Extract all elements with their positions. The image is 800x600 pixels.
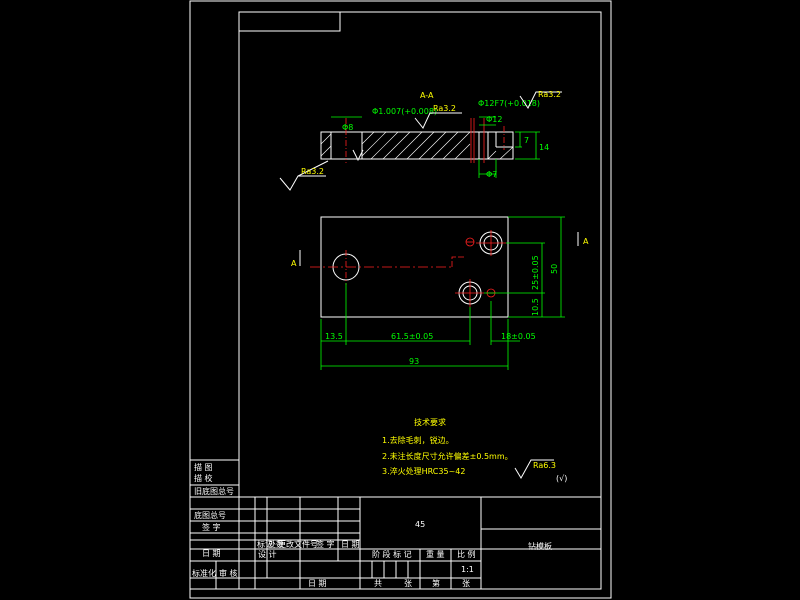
view-marker-right: A bbox=[583, 237, 589, 246]
dim-hole-mid: Φ12 bbox=[486, 115, 502, 124]
row-mark: 标记 bbox=[257, 539, 273, 549]
side-strip: 描 图 描 校 旧底图总号 bbox=[189, 459, 240, 498]
technical-notes: 技术要求 1.去除毛刺，锐边。 2.未注长度尺寸允许偏差±0.5mm。 3.淬火… bbox=[382, 417, 567, 483]
row-std: 标准化 bbox=[192, 568, 216, 578]
page-sheet-label: 张 bbox=[462, 579, 470, 588]
check-symbol: (√) bbox=[556, 474, 567, 483]
svg-text:Ra3.2: Ra3.2 bbox=[433, 104, 456, 113]
side-label-3: 旧底图总号 bbox=[194, 486, 234, 496]
row-count: 处数 bbox=[268, 539, 284, 549]
side-label-1: 描 图 bbox=[194, 462, 213, 472]
material: 45 bbox=[415, 520, 425, 529]
row-check: 审 核 bbox=[219, 568, 238, 578]
dim-bottom: Φ7 bbox=[486, 170, 497, 179]
section-hatching bbox=[320, 131, 514, 160]
sheet-label: 张 bbox=[404, 579, 412, 588]
row-sign: 签 字 bbox=[316, 539, 335, 549]
top-code-box bbox=[238, 11, 341, 32]
side-label-4: 底图总号 bbox=[194, 510, 226, 520]
side-label-2: 描 校 bbox=[194, 473, 213, 483]
part-name: 钻模板 bbox=[528, 541, 552, 551]
note-line-1: 1.去除毛刺，锐边。 bbox=[382, 435, 454, 445]
dim-height-inner: 7 bbox=[524, 136, 529, 145]
note-line-3: 3.淬火处理HRC35~42 bbox=[382, 466, 465, 476]
row-date: 日 期 bbox=[341, 540, 360, 549]
roughness-left-symbol: Ra3.2 bbox=[279, 160, 329, 191]
side-label-6: 日 期 bbox=[202, 549, 221, 558]
dim-bottom-right: 18±0.05 bbox=[501, 332, 536, 341]
side-label-5: 签 字 bbox=[202, 522, 221, 532]
roughness-top-mid-symbol: Ra3.2 bbox=[414, 104, 462, 129]
dim-right-total: 50 bbox=[550, 264, 559, 274]
dim-hole-right: Φ12F7(+0.018) bbox=[478, 99, 540, 108]
scale-label: 比 例 bbox=[457, 549, 476, 559]
svg-text:Ra6.3: Ra6.3 bbox=[533, 461, 556, 470]
title-block: 底图总号 签 字 日 期 标记 处数 更改文件号 签 字 日 期 设 计 标准化… bbox=[190, 496, 601, 590]
dim-left-small: Φ8 bbox=[342, 123, 353, 132]
roughness-note-symbol: Ra6.3 bbox=[514, 459, 556, 479]
svg-text:Ra3.2: Ra3.2 bbox=[538, 90, 561, 99]
svg-text:Ra3.2: Ra3.2 bbox=[301, 167, 324, 176]
row-date2: 日 期 bbox=[308, 579, 327, 588]
section-label: A-A bbox=[420, 91, 434, 100]
dim-bottom-left: 13.5 bbox=[325, 332, 343, 341]
stage-label: 阶 段 标 记 bbox=[372, 549, 412, 559]
dim-bottom-total: 93 bbox=[409, 357, 419, 366]
total-label: 共 bbox=[374, 579, 382, 588]
dim-right-upper: 25±0.05 bbox=[531, 255, 540, 290]
page-label: 第 bbox=[432, 578, 440, 588]
view-marker-left: A bbox=[291, 259, 297, 268]
roughness-mark-small bbox=[352, 149, 364, 162]
row-file: 更改文件号 bbox=[278, 539, 318, 549]
roughness-top-right-symbol: Ra3.2 bbox=[519, 90, 562, 109]
notes-title: 技术要求 bbox=[414, 417, 446, 427]
row-design: 设 计 bbox=[258, 549, 277, 559]
dim-height-total: 14 bbox=[539, 143, 549, 152]
scale-value: 1:1 bbox=[461, 565, 474, 574]
plan-view: A A 13.5 61.5±0.05 18±0.05 93 25±0.05 50… bbox=[291, 216, 589, 370]
dim-right-lower: 10.5 bbox=[531, 298, 540, 316]
section-view: A-A Φ1.007(+0.008) Φ12F7(+0.018) Φ12 Φ7 … bbox=[279, 90, 562, 191]
note-line-2: 2.未注长度尺寸允许偏差±0.5mm。 bbox=[382, 451, 513, 461]
dim-bottom-mid: 61.5±0.05 bbox=[391, 332, 433, 341]
weight-label: 重 量 bbox=[426, 549, 445, 559]
dim-hole-left: Φ1.007(+0.008) bbox=[372, 107, 437, 116]
outer-border bbox=[189, 0, 612, 599]
